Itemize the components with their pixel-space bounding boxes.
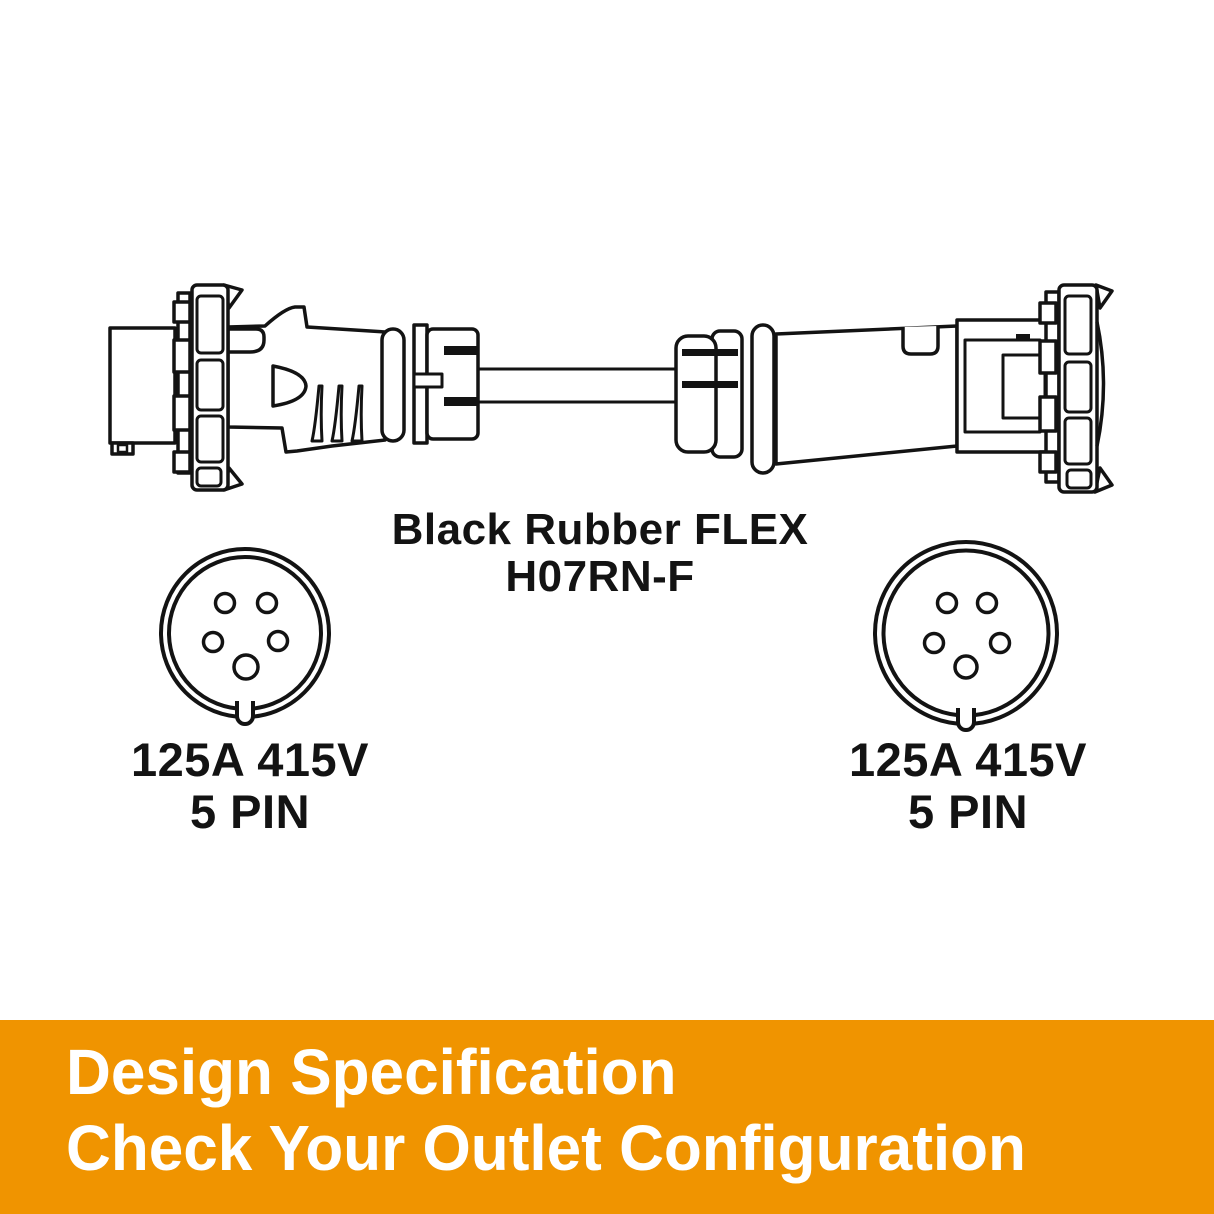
pin-hole bbox=[201, 630, 225, 654]
socket-drawing bbox=[674, 283, 1114, 494]
right-connector-rating: 125A 415V bbox=[849, 733, 1087, 786]
left-pin-diagram bbox=[159, 547, 331, 726]
pin-hole bbox=[266, 629, 290, 653]
pin-hole bbox=[988, 631, 1012, 655]
cable-spec-line1: Black Rubber FLEX bbox=[391, 505, 809, 554]
pin-hole bbox=[975, 591, 999, 615]
earth-pin-hole bbox=[953, 654, 979, 680]
cable-spec-label: Black Rubber FLEX H07RN-F bbox=[380, 506, 820, 600]
cable-drawing bbox=[476, 367, 680, 404]
left-connector-rating: 125A 415V bbox=[131, 733, 369, 786]
plug-drawing bbox=[108, 283, 480, 492]
right-connector-pin-count: 5 PIN bbox=[907, 785, 1029, 838]
right-connector-spec: 125A 415V 5 PIN bbox=[813, 734, 1123, 838]
right-pin-diagram bbox=[873, 540, 1059, 732]
left-connector-pin-count: 5 PIN bbox=[189, 785, 311, 838]
earth-pin-hole bbox=[232, 653, 260, 681]
pin-hole bbox=[213, 591, 237, 615]
banner-subtitle: Check Your Outlet Configuration bbox=[66, 1112, 1026, 1184]
pin-hole bbox=[255, 591, 279, 615]
pin-hole bbox=[922, 631, 946, 655]
design-spec-banner: Design Specification Check Your Outlet C… bbox=[0, 1020, 1214, 1214]
banner-title: Design Specification bbox=[66, 1036, 677, 1108]
cable-spec-line2: H07RN-F bbox=[505, 552, 695, 601]
left-connector-spec: 125A 415V 5 PIN bbox=[95, 734, 405, 838]
pin-hole bbox=[935, 591, 959, 615]
